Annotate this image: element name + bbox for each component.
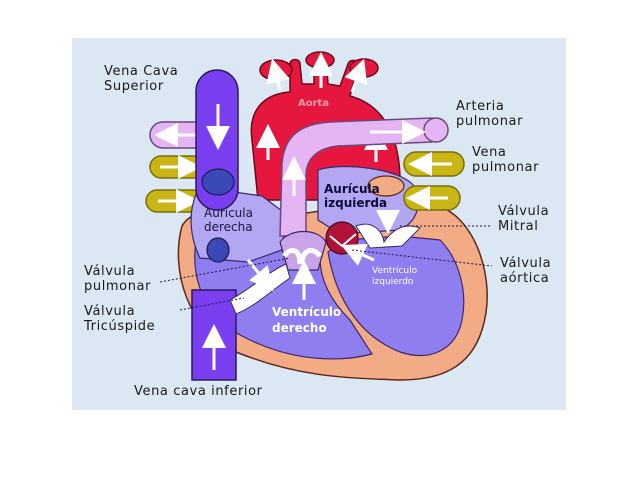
label-vena-pulmonar: Vena pulmonar xyxy=(472,145,540,175)
label-vena-cava-superior: Vena Cava Superior xyxy=(104,64,179,94)
label-auricula-derecha: Aurícula derecha xyxy=(204,206,253,234)
label-auricula-izquierda: Aurícula izquierda xyxy=(324,182,388,210)
label-vena-cava-inferior: Vena cava inferior xyxy=(134,384,263,399)
right-pulmonary-veins xyxy=(403,151,465,211)
left-atrium-opening xyxy=(367,175,405,197)
label-valvula-tricuspide: Válvula Tricúspide xyxy=(84,304,156,334)
label-valvula-pulmonar: Válvula pulmonar xyxy=(84,264,152,294)
pulmonary-artery xyxy=(279,117,449,237)
pointer-lines xyxy=(159,225,493,311)
vena-cava xyxy=(191,69,239,381)
label-valvula-aortica: Válvula aórtica xyxy=(500,256,552,286)
label-ventriculo-derecho: Ventrículo derecho xyxy=(272,305,342,335)
label-valvula-mitral: Válvula Mitral xyxy=(498,204,550,234)
flow-arrows xyxy=(246,210,400,300)
label-ventriculo-izquierdo: Ventrículo izquierdo xyxy=(372,266,418,287)
label-arteria-pulmonar: Arteria pulmonar xyxy=(456,99,524,129)
label-aorta: Aorta xyxy=(298,98,330,109)
